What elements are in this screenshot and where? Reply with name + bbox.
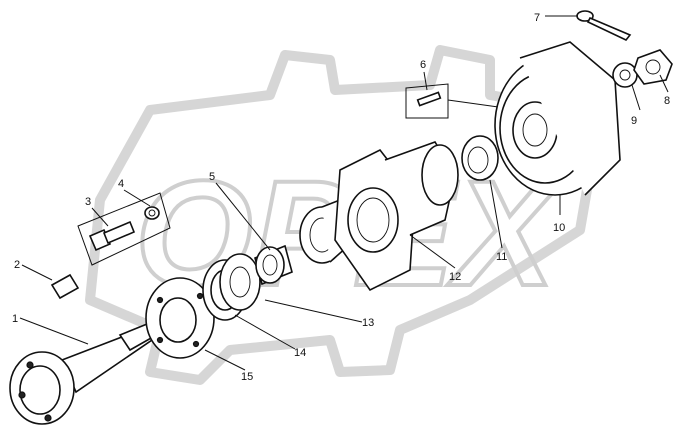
callout-3: 3	[85, 196, 91, 208]
callout-8: 8	[664, 95, 670, 107]
part-1-flanged-shaft	[9, 321, 162, 425]
callout-11: 11	[496, 251, 507, 263]
part-11-ring	[461, 135, 499, 181]
callout-14: 14	[294, 347, 306, 359]
part-7-cotter-pin	[576, 10, 632, 41]
part-3-bolt	[88, 220, 136, 252]
callout-12: 12	[449, 271, 461, 283]
callout-13: 13	[362, 317, 374, 329]
callout-labels: 1 2 3 4 5 6 7 8 9 10 11 12 13 14 15	[12, 12, 670, 383]
part-10-pulley	[494, 41, 621, 196]
callout-15: 15	[241, 371, 253, 383]
bolt-group-frame	[77, 192, 171, 266]
callout-10: 10	[553, 222, 565, 234]
callout-2: 2	[14, 259, 20, 271]
part-9-washer	[612, 62, 638, 88]
part-4-lock-washer	[144, 206, 160, 220]
part-2-key	[50, 273, 80, 300]
part-12-housing	[334, 141, 459, 292]
callout-5: 5	[209, 171, 215, 183]
callout-7: 7	[534, 12, 540, 24]
callout-4: 4	[118, 178, 124, 190]
callout-9: 9	[631, 115, 637, 127]
watermark-gear-outline	[85, 45, 605, 385]
leader-lines	[19, 15, 669, 371]
part-15-flange-cover	[145, 277, 215, 359]
part-5-sleeve	[254, 244, 293, 286]
callout-1: 1	[12, 313, 18, 325]
part-14-bearing	[202, 253, 261, 321]
part-8-castle-nut	[633, 49, 673, 85]
callout-6: 6	[420, 59, 426, 71]
